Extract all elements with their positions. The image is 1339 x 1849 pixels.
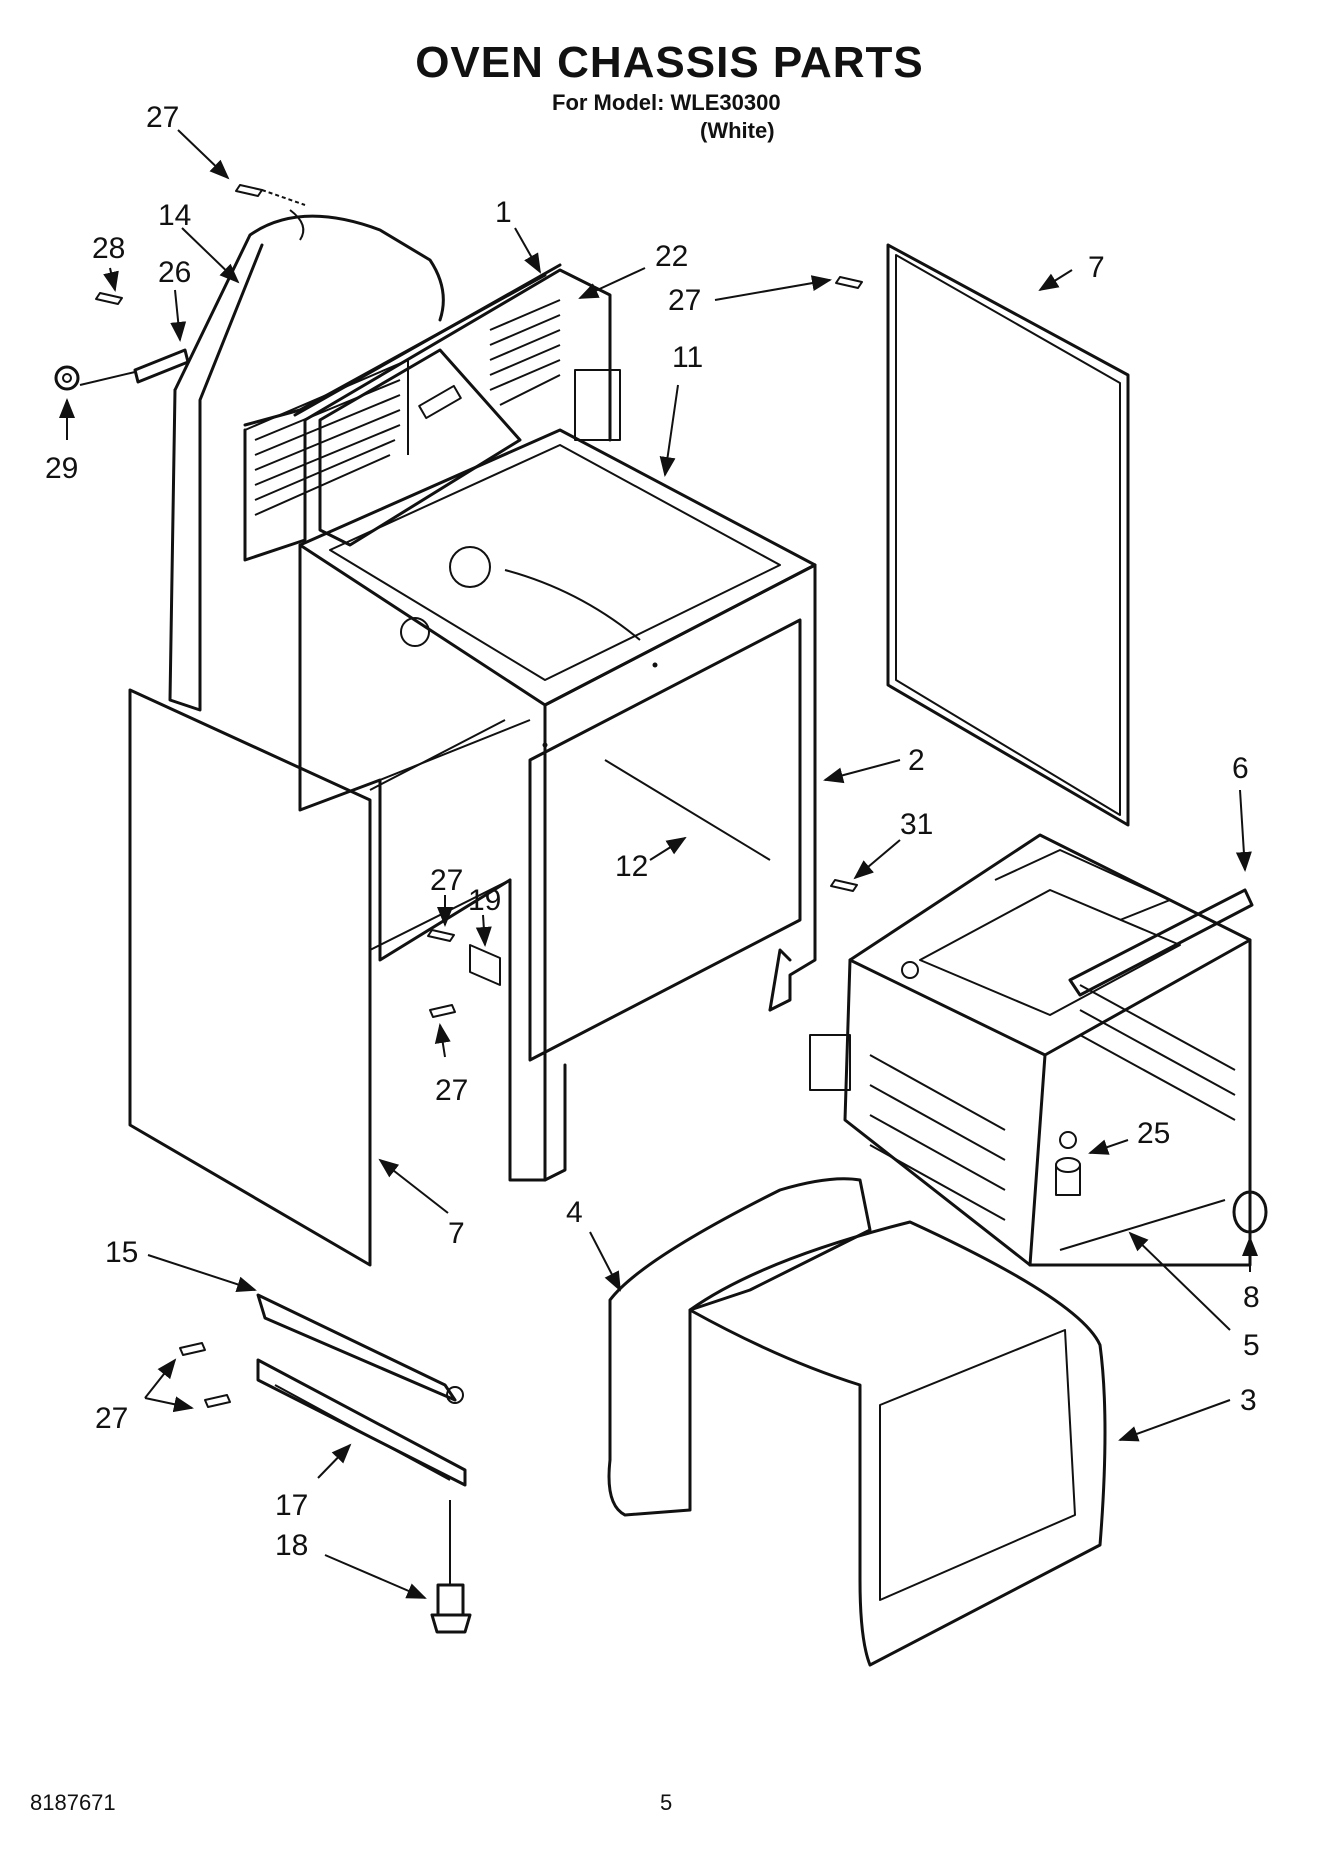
callout-27-right-top: 27 bbox=[668, 284, 701, 317]
screws bbox=[95, 184, 863, 1408]
page-number: 5 bbox=[660, 1790, 673, 1815]
color-line: (White) bbox=[700, 118, 775, 143]
callout-31: 31 bbox=[900, 808, 933, 841]
oven-rack-part-6 bbox=[1068, 888, 1254, 997]
page-title: OVEN CHASSIS PARTS bbox=[415, 38, 924, 87]
callout-11: 11 bbox=[672, 341, 703, 374]
callout-1: 1 bbox=[495, 196, 512, 229]
callout-29: 29 bbox=[45, 452, 78, 485]
callout-28: 28 bbox=[92, 232, 125, 265]
model-line: For Model: WLE30300 bbox=[552, 90, 781, 115]
leveling-leg-part-18 bbox=[430, 1500, 472, 1634]
callout-6: 6 bbox=[1232, 752, 1249, 785]
oven-cavity-part-5 bbox=[809, 833, 1252, 1267]
insulation-part-4 bbox=[607, 1177, 872, 1517]
callout-27-lower: 27 bbox=[435, 1074, 468, 1107]
callout-3: 3 bbox=[1240, 1384, 1257, 1417]
callout-27-bottom: 27 bbox=[95, 1402, 128, 1435]
leader-arrows bbox=[59, 129, 1258, 1599]
callout-4: 4 bbox=[566, 1196, 583, 1229]
callout-14: 14 bbox=[158, 199, 191, 232]
callout-5: 5 bbox=[1243, 1329, 1260, 1362]
document-number: 8187671 bbox=[30, 1790, 116, 1815]
cooktop-top-part-11 bbox=[298, 428, 817, 707]
callout-25: 25 bbox=[1137, 1117, 1170, 1150]
callout-27-top: 27 bbox=[146, 101, 179, 134]
side-panel-left-part-7 bbox=[128, 688, 372, 1267]
bracket-part-26 bbox=[133, 348, 190, 384]
callout-7-right: 7 bbox=[1088, 251, 1105, 284]
insulation-part-3 bbox=[688, 1220, 1107, 1667]
callout-7-left: 7 bbox=[448, 1217, 465, 1250]
rail-part-17 bbox=[256, 1358, 467, 1487]
rail-part-15 bbox=[256, 1293, 464, 1404]
plug-part-8 bbox=[1232, 1190, 1268, 1234]
bracket-part-19 bbox=[469, 944, 501, 986]
side-panel-right-part-7 bbox=[886, 243, 1130, 827]
nut-part-29 bbox=[54, 365, 80, 391]
callout-26: 26 bbox=[158, 256, 191, 289]
callout-2: 2 bbox=[908, 744, 925, 777]
callout-17: 17 bbox=[275, 1489, 308, 1522]
callout-18: 18 bbox=[275, 1529, 308, 1562]
callout-19: 19 bbox=[468, 884, 501, 917]
upper-back-frame-part-1 bbox=[243, 263, 621, 562]
callout-8: 8 bbox=[1243, 1281, 1260, 1314]
rear-panel-part-14 bbox=[168, 209, 445, 712]
callout-12: 12 bbox=[615, 850, 648, 883]
callout-22: 22 bbox=[655, 240, 688, 273]
main-chassis-part-2 bbox=[298, 543, 817, 1182]
callout-27-middle: 27 bbox=[430, 864, 463, 897]
callout-15: 15 bbox=[105, 1236, 138, 1269]
element-part-25 bbox=[1059, 1131, 1077, 1149]
